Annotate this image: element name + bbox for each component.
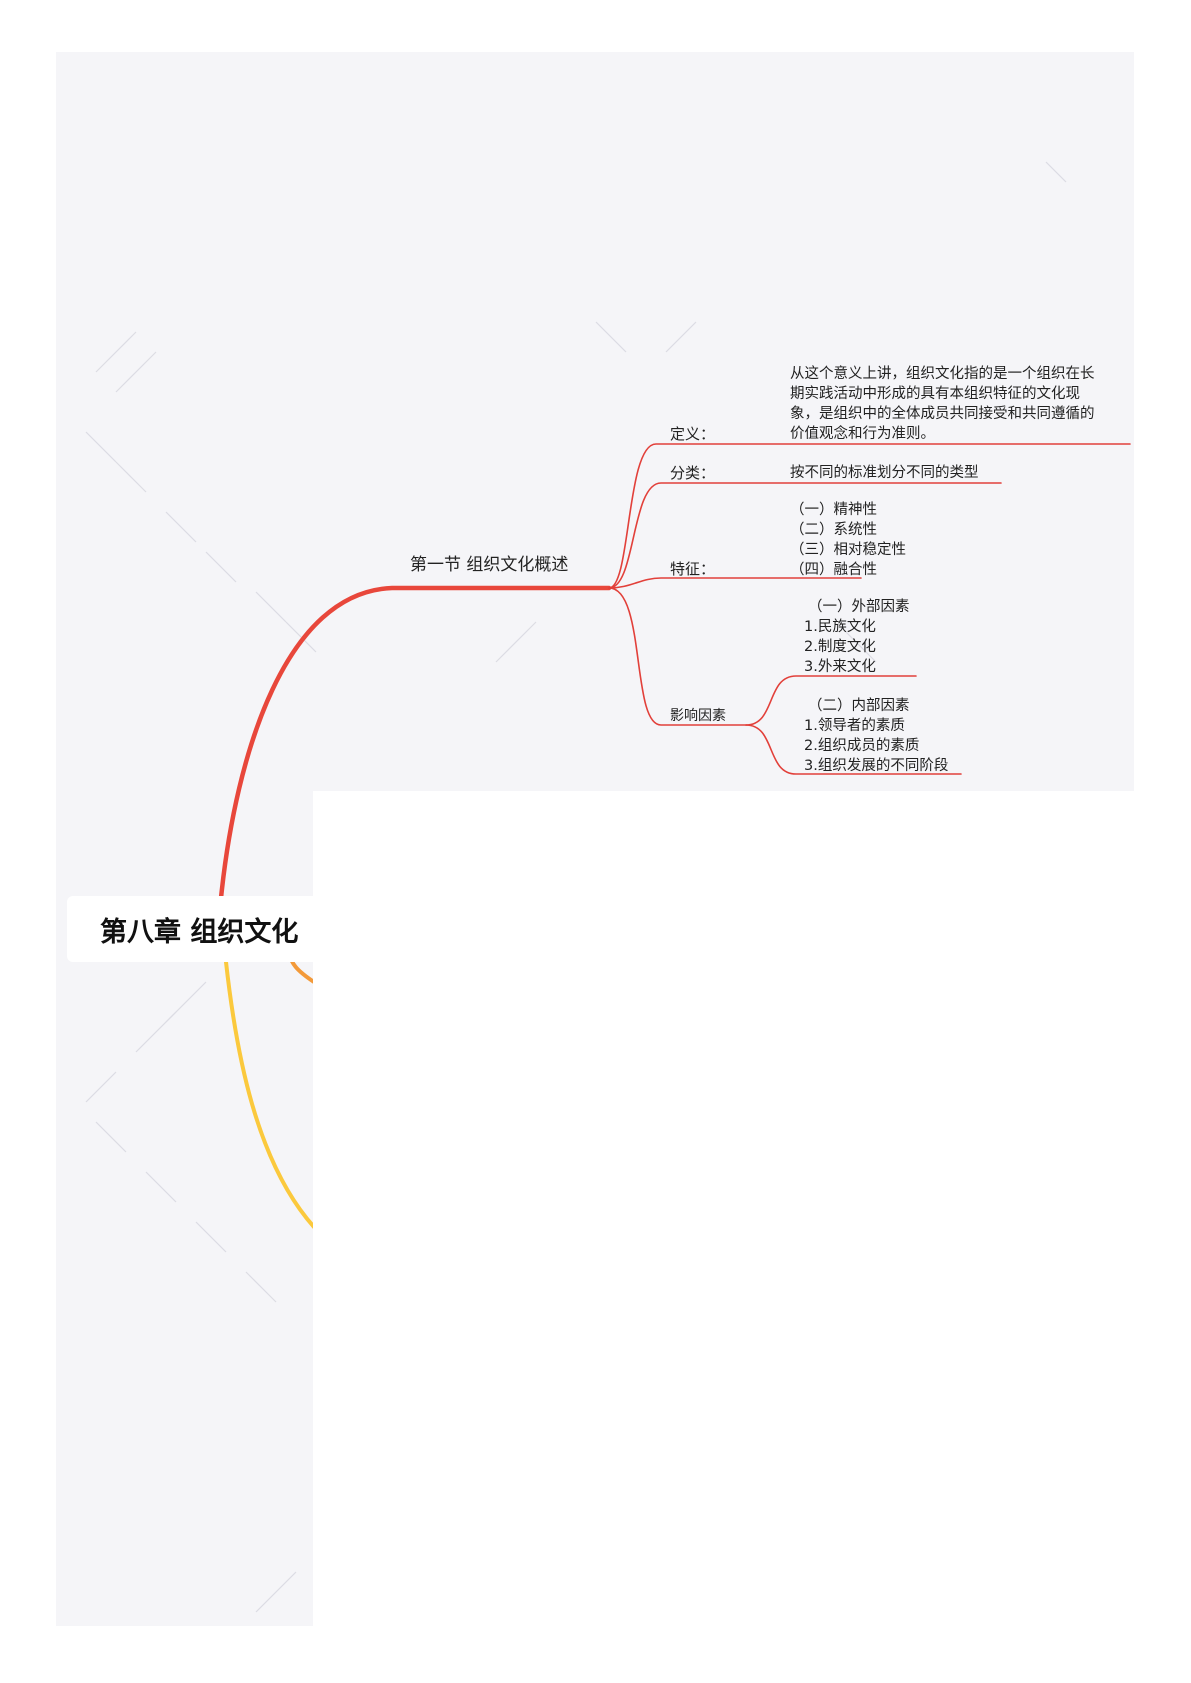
internal-factor-item: 2.组织成员的素质 (804, 738, 920, 754)
features-list[interactable]: （一）精神性 （二）系统性 （三）相对稳定性 （四）融合性 (790, 500, 906, 580)
external-factor-item: 3.外来文化 (804, 659, 876, 675)
definition-label[interactable]: 定义： (670, 425, 716, 443)
connector-features (608, 577, 862, 589)
definition-line: 象，是组织中的全体成员共同接受和共同遵循的 (790, 406, 1095, 422)
definition-text[interactable]: 从这个意义上讲，组织文化指的是一个组织在长 期实践活动中形成的具有本组织特征的文… (790, 364, 1095, 444)
main-branch-yellow (224, 960, 316, 1229)
main-branch-red (218, 585, 612, 901)
internal-factor-heading: （二）内部因素 (808, 698, 910, 714)
definition-line: 价值观念和行为准则。 (790, 426, 935, 442)
feature-item: （四）融合性 (790, 562, 877, 578)
internal-factor-item: 1.领导者的素质 (804, 718, 905, 734)
classification-text[interactable]: 按不同的标准划分不同的类型 (790, 465, 979, 481)
blank-overlay (313, 791, 1178, 1683)
branch-connectors (218, 443, 1131, 1229)
external-factor-item: 1.民族文化 (804, 619, 876, 635)
classification-label[interactable]: 分类： (670, 464, 716, 482)
definition-line: 期实践活动中形成的具有本组织特征的文化现 (790, 386, 1080, 402)
connector-internal (745, 724, 962, 775)
feature-item: （一）精神性 (790, 502, 877, 518)
root-title: 第八章 组织文化 (100, 916, 299, 948)
internal-factor-item: 3.组织发展的不同阶段 (804, 758, 949, 774)
internal-factors[interactable]: （二）内部因素 1.领导者的素质 2.组织成员的素质 3.组织发展的不同阶段 (804, 696, 948, 776)
external-factor-item: 2.制度文化 (804, 639, 876, 655)
factors-label[interactable]: 影响因素 (670, 708, 726, 724)
connector-definition (608, 443, 1131, 589)
watermark-pattern (85, 161, 1067, 1613)
external-factor-heading: （一）外部因素 (808, 599, 910, 615)
connector-classification (608, 482, 1002, 589)
connector-factors (608, 587, 747, 726)
definition-line: 从这个意义上讲，组织文化指的是一个组织在长 (790, 366, 1095, 382)
connector-external (745, 675, 917, 726)
root-node[interactable]: 第八章 组织文化 (67, 896, 319, 962)
features-label[interactable]: 特征： (670, 560, 716, 578)
feature-item: （二）系统性 (790, 522, 877, 538)
feature-item: （三）相对稳定性 (790, 542, 906, 558)
section-1-title[interactable]: 第一节 组织文化概述 (410, 555, 569, 575)
external-factors[interactable]: （一）外部因素 1.民族文化 2.制度文化 3.外来文化 (804, 597, 910, 677)
